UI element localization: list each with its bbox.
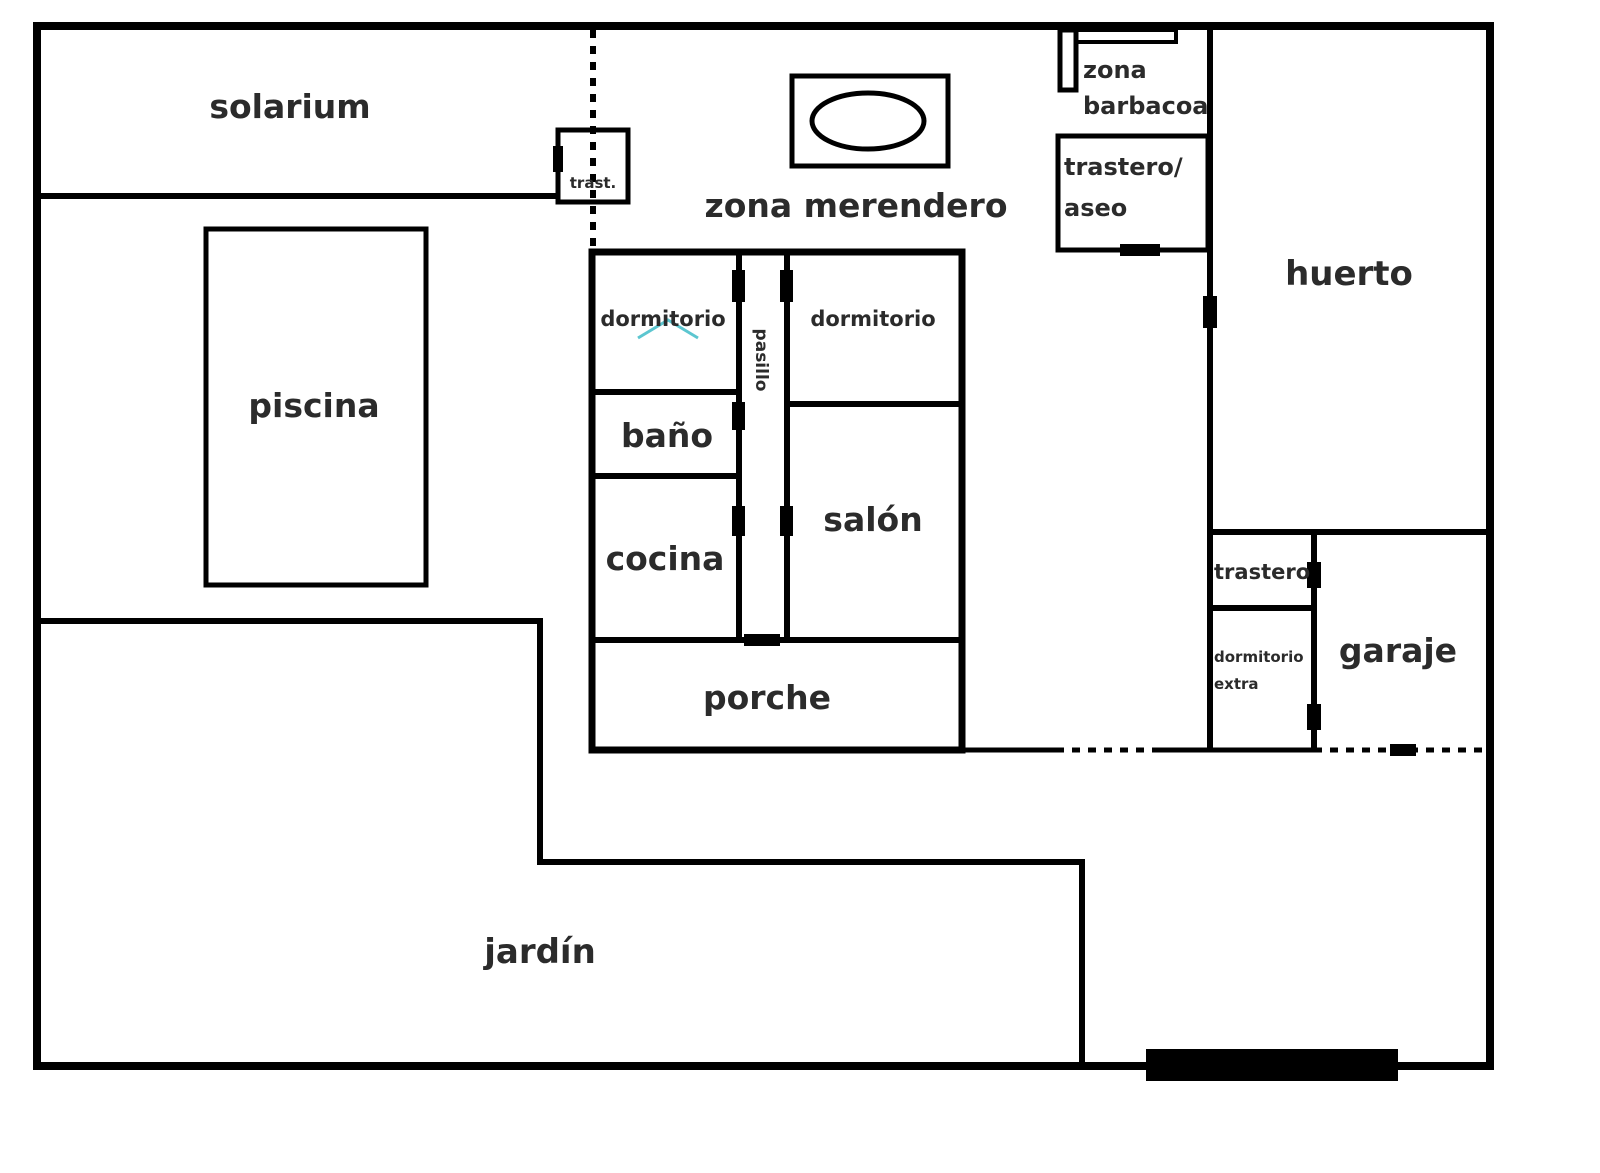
merendero-table [809, 90, 927, 152]
label-garaje: garaje [1339, 631, 1457, 670]
label-pasillo: pasillo [751, 329, 771, 392]
door-marker [1120, 244, 1160, 256]
outer-wall [33, 22, 1494, 1070]
jardin-boundary [37, 618, 1085, 1066]
door-marker [780, 506, 793, 536]
barbacoa-counter [1074, 28, 1178, 44]
label-dormitorio-left: dormitorio [600, 307, 725, 331]
piscina [203, 226, 429, 588]
door-marker [732, 506, 745, 536]
house-outline [588, 248, 966, 754]
merendero-table-frame [789, 73, 951, 169]
label-trastero-aseo-2: aseo [1064, 194, 1127, 222]
door-marker [553, 146, 563, 172]
label-zona-barbacoa-2: barbacoa [1083, 92, 1209, 120]
label-piscina: piscina [248, 386, 379, 425]
label-dormitorio-right: dormitorio [810, 307, 935, 331]
door-marker [780, 270, 793, 302]
label-huerto: huerto [1285, 254, 1413, 294]
door-marker [1203, 296, 1217, 328]
label-porche: porche [703, 678, 831, 717]
label-zona-merendero: zona merendero [705, 186, 1008, 225]
label-dormitorio-extra-1: dormitorio [1214, 648, 1304, 666]
label-dormitorio-extra-2: extra [1214, 675, 1259, 693]
barbacoa-pillar [1057, 27, 1079, 93]
door-marker [1307, 704, 1321, 730]
door-marker [1390, 744, 1416, 756]
door-marker [732, 402, 745, 430]
label-zona-barbacoa-1: zona [1083, 56, 1147, 84]
label-jardin: jardín [482, 932, 596, 972]
door-marker [732, 270, 745, 302]
label-trastero: trastero [1214, 560, 1310, 584]
label-salon: salón [823, 500, 922, 539]
door-marker [1307, 562, 1321, 588]
watermark-logo-icon [637, 318, 699, 340]
label-solarium: solarium [209, 87, 370, 126]
label-bano: baño [621, 416, 713, 455]
label-trast: trast. [570, 174, 617, 192]
label-trastero-aseo-1: trastero/ [1064, 153, 1183, 181]
label-cocina: cocina [606, 539, 725, 578]
main-gate [1146, 1049, 1398, 1081]
